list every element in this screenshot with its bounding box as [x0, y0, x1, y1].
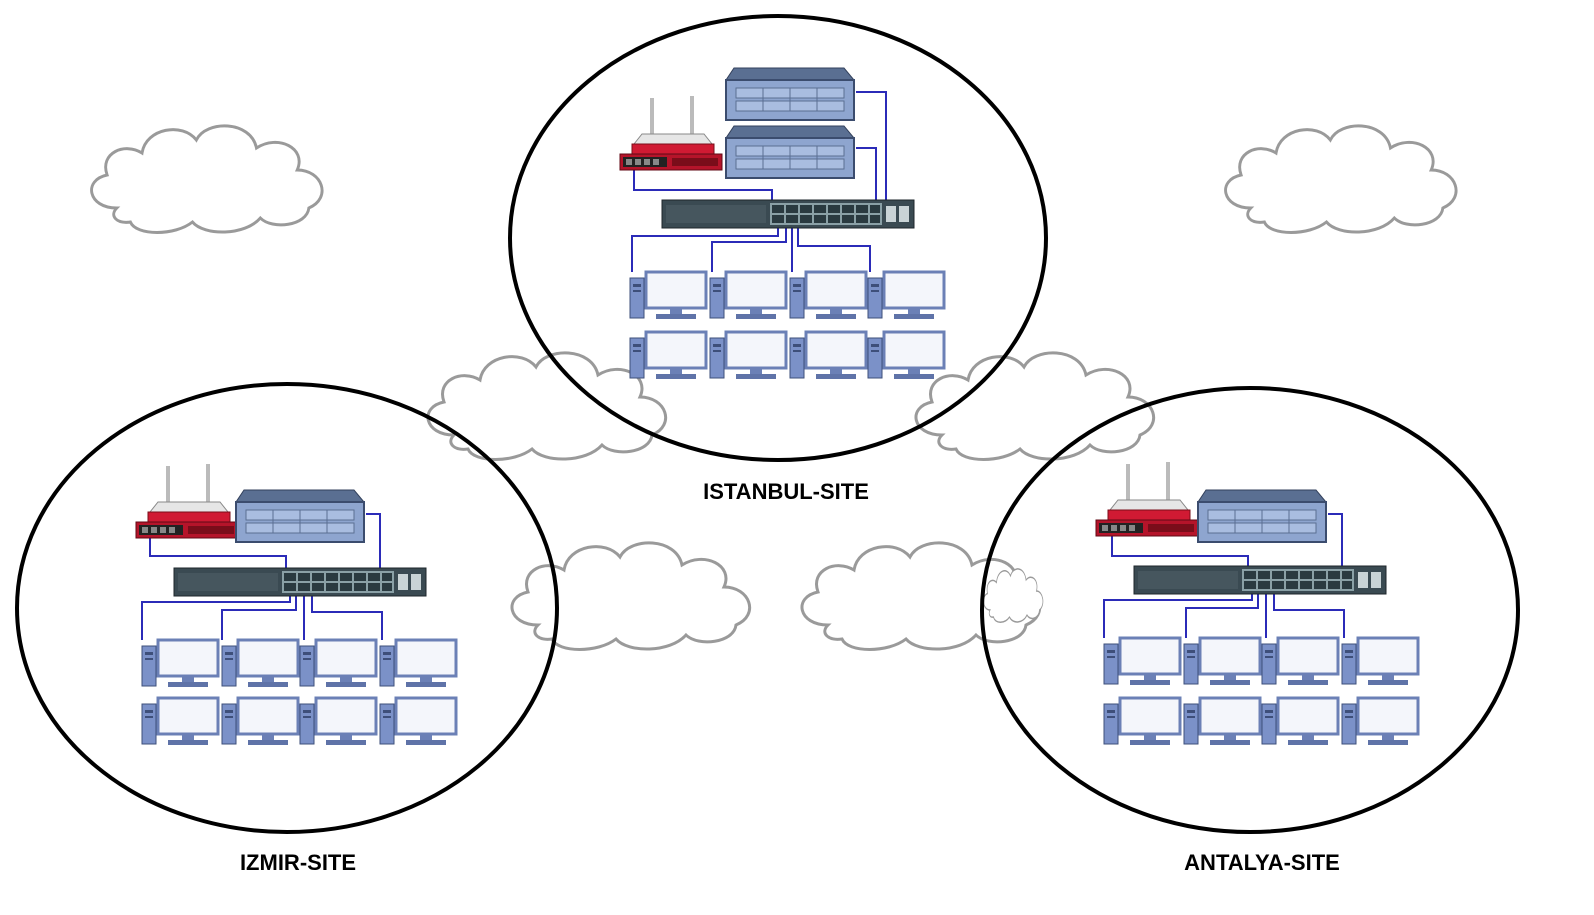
server-icon [1197, 489, 1327, 543]
pc-icon [628, 270, 708, 321]
router-icon [1094, 460, 1200, 538]
switch-icon [173, 567, 427, 597]
pc-icon [1182, 696, 1262, 747]
network-cables [141, 513, 383, 640]
server-icon [725, 67, 855, 121]
cloud-icon [90, 124, 324, 234]
switch-icon [661, 199, 915, 229]
site-antalya: ANTALYA-SITE [980, 386, 1520, 875]
pc-group [628, 270, 946, 381]
pc-icon [1182, 636, 1262, 687]
pc-icon [708, 330, 788, 381]
switch-icon [1133, 565, 1387, 595]
pc-icon [1260, 696, 1340, 747]
site-boundary [508, 14, 1048, 462]
pc-icon [220, 638, 300, 689]
pc-icon [1340, 696, 1420, 747]
pc-icon [378, 696, 458, 747]
pc-icon [708, 270, 788, 321]
router-icon [618, 94, 724, 172]
pc-icon [298, 638, 378, 689]
pc-group [140, 638, 458, 747]
server-icon [725, 125, 855, 179]
pc-icon [1102, 696, 1182, 747]
pc-icon [220, 696, 300, 747]
network-cables [1103, 513, 1345, 638]
pc-icon [866, 330, 946, 381]
pc-icon [788, 270, 868, 321]
site-boundary [980, 386, 1520, 834]
site-boundary [15, 382, 559, 834]
cloud-icon [510, 541, 752, 651]
site-label-istanbul: ISTANBUL-SITE [703, 479, 869, 504]
pc-icon [140, 696, 220, 747]
pc-icon [1260, 636, 1340, 687]
router-icon [134, 462, 240, 540]
network-cables [631, 91, 887, 272]
pc-icon [378, 638, 458, 689]
site-label-antalya: ANTALYA-SITE [1184, 850, 1340, 875]
pc-icon [866, 270, 946, 321]
site-label-izmir: IZMIR-SITE [240, 850, 356, 875]
pc-icon [140, 638, 220, 689]
pc-icon [1102, 636, 1182, 687]
pc-icon [628, 330, 708, 381]
pc-icon [1340, 636, 1420, 687]
cloud-icon [1224, 124, 1458, 234]
site-istanbul: ISTANBUL-SITE [508, 14, 1048, 504]
pc-icon [788, 330, 868, 381]
site-izmir: IZMIR-SITE [15, 382, 559, 875]
pc-group [1102, 636, 1420, 747]
server-icon [235, 489, 365, 543]
pc-icon [298, 696, 378, 747]
